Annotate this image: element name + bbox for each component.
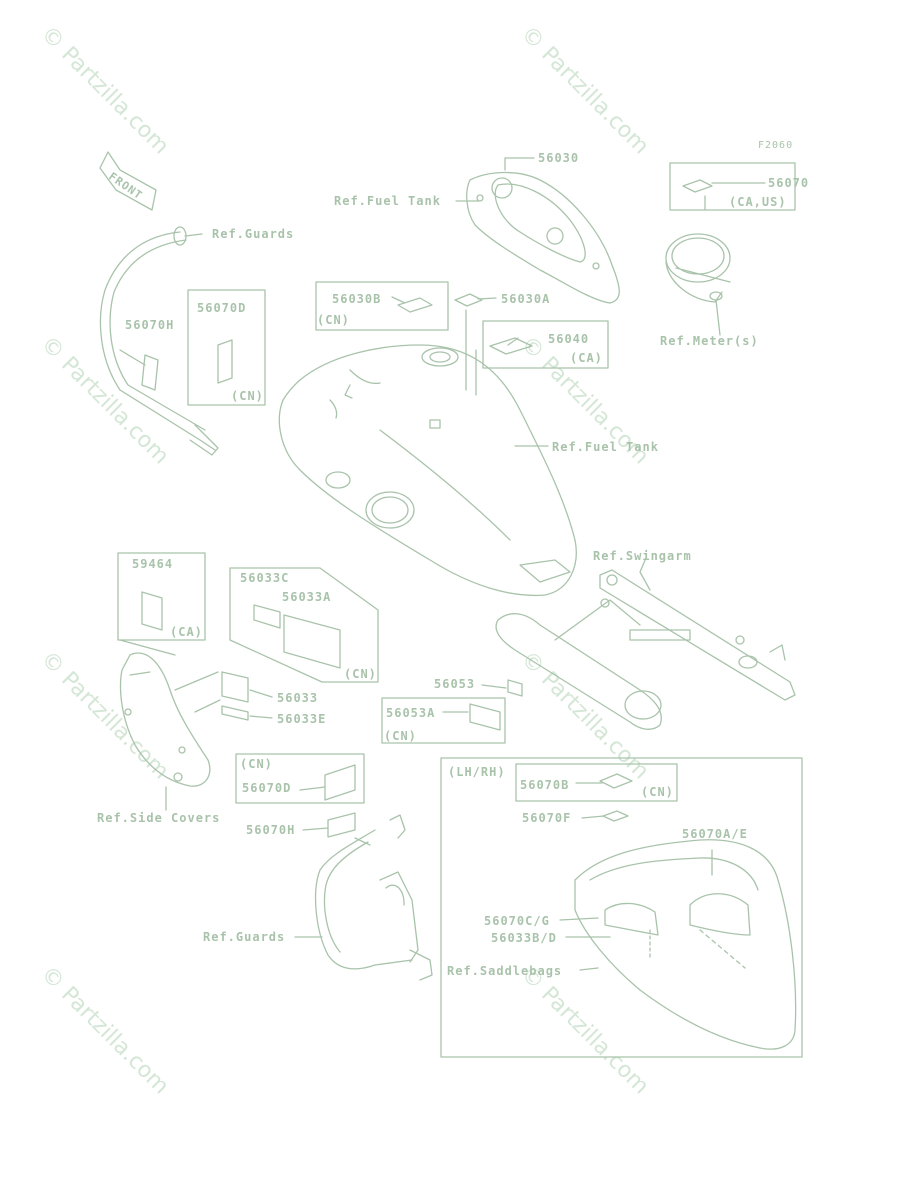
label-56070b: 56070B <box>520 778 569 792</box>
label-59464: 59464 <box>132 557 173 571</box>
label-boxes <box>117 162 803 1058</box>
label-56070d-top: 56070D <box>197 301 246 315</box>
label-56070h-left: 56070H <box>125 318 174 332</box>
part-labels: 56030 Ref.Fuel Tank 56070 (CA,US) Ref.Gu… <box>97 151 809 978</box>
label-56030: 56030 <box>538 151 579 165</box>
swingarm-illustration <box>495 569 796 730</box>
label-56053: 56053 <box>434 677 475 691</box>
decal-shapes <box>141 179 713 838</box>
label-ref-meters: Ref.Meter(s) <box>660 334 759 348</box>
leader-lines <box>119 157 766 971</box>
watermark: © Partzilla.com <box>36 332 174 470</box>
front-label: FRONT <box>106 170 145 203</box>
label-56070f: 56070F <box>522 811 571 825</box>
label-ca-56040: (CA) <box>570 351 603 365</box>
label-ref-guards-top: Ref.Guards <box>212 227 294 241</box>
front-guard-illustration <box>99 226 219 456</box>
label-56070cg: 56070C/G <box>484 914 550 928</box>
watermark: © Partzilla.com <box>36 962 174 1100</box>
watermark: © Partzilla.com <box>516 22 654 160</box>
label-ref-saddlebags: Ref.Saddlebags <box>447 964 562 978</box>
rear-guard-illustration <box>314 814 433 981</box>
meter-illustration <box>665 233 731 303</box>
label-56033e: 56033E <box>277 712 326 726</box>
label-cn-56033: (CN) <box>344 667 377 681</box>
label-56053a: 56053A <box>386 706 435 720</box>
label-cn-56070d: (CN) <box>231 389 264 403</box>
label-cn-56030b: (CN) <box>317 313 350 327</box>
label-ref-fuel-tank-top: Ref.Fuel Tank <box>334 194 441 208</box>
fuel-tank-cover-illustration <box>466 171 620 304</box>
label-56070ae: 56070A/E <box>682 827 748 841</box>
label-56030b: 56030B <box>332 292 381 306</box>
label-56070: 56070 <box>768 176 809 190</box>
label-ref-guards-bottom: Ref.Guards <box>203 930 285 944</box>
watermark: © Partzilla.com <box>36 647 174 785</box>
label-cn-56070b: (CN) <box>641 785 674 799</box>
fuel-tank-illustration <box>278 344 577 597</box>
label-56070h-bottom: 56070H <box>246 823 295 837</box>
label-cn-56070d-box: (CN) <box>240 757 273 771</box>
watermark: © Partzilla.com <box>516 962 654 1100</box>
label-ref-side-covers: Ref.Side Covers <box>97 811 220 825</box>
label-56040: 56040 <box>548 332 589 346</box>
label-ref-fuel-tank-main: Ref.Fuel Tank <box>552 440 659 454</box>
label-lh-rh: (LH/RH) <box>448 765 506 779</box>
label-cn-56053a: (CN) <box>384 729 417 743</box>
label-56033c: 56033C <box>240 571 289 585</box>
label-56033a: 56033A <box>282 590 331 604</box>
label-56070d-box: 56070D <box>242 781 291 795</box>
label-56033: 56033 <box>277 691 318 705</box>
saddlebag-illustration <box>574 839 797 1050</box>
label-56033bd: 56033B/D <box>491 931 557 945</box>
side-cover-illustration <box>119 652 211 787</box>
label-ca-us: (CA,US) <box>729 195 787 209</box>
label-56030a: 56030A <box>501 292 550 306</box>
watermark: © Partzilla.com <box>36 22 174 160</box>
diagram-code: F2060 <box>758 140 793 151</box>
label-ca-59464: (CA) <box>170 625 203 639</box>
front-arrow-icon <box>99 151 157 211</box>
label-ref-swingarm: Ref.Swingarm <box>593 549 692 563</box>
